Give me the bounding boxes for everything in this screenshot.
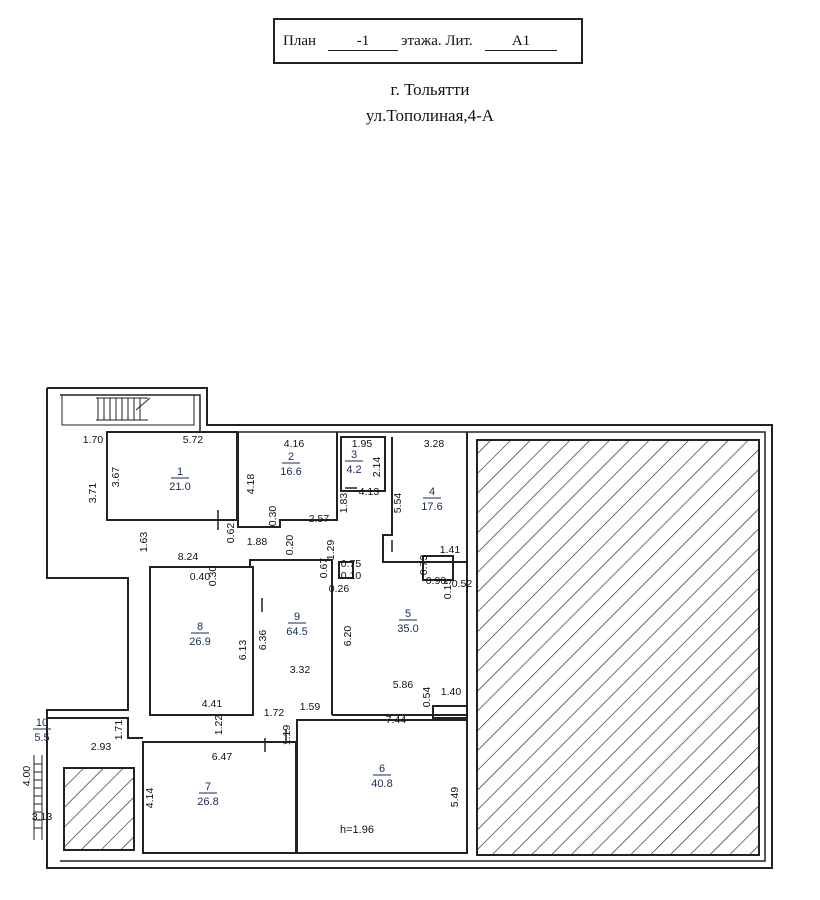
room-area-4: 17.6	[421, 501, 442, 513]
room-number-7: 7	[205, 781, 211, 793]
dimension-label: 3.67	[110, 467, 122, 488]
dimension-label: 3.32	[290, 664, 311, 676]
room-area-1: 21.0	[169, 481, 190, 493]
room-number-1: 1	[177, 466, 183, 478]
dimension-label: 4.00	[21, 766, 33, 787]
city-label: г. Тольятти	[390, 80, 470, 99]
room-area-7: 26.8	[197, 796, 218, 808]
dimension-label: 0.30	[207, 566, 219, 587]
dimension-label: 0.15	[442, 579, 454, 600]
room-area-9: 64.5	[286, 626, 307, 638]
room-area-2: 16.6	[280, 466, 301, 478]
dimension-label: 4.41	[202, 698, 223, 710]
dimension-label: 0.26	[329, 583, 350, 595]
room-number-4: 4	[429, 486, 435, 498]
room-10-wall	[47, 717, 143, 739]
dimension-label: 0.90	[426, 575, 447, 587]
dimension-label: 6.13	[237, 640, 249, 661]
small-box	[338, 561, 354, 579]
dimension-label: 1.29	[325, 540, 337, 561]
room-4-wall	[382, 432, 468, 563]
small-niche	[422, 555, 454, 581]
dimension-label: 0.62	[225, 523, 237, 544]
dimension-label: 5.86	[393, 679, 414, 691]
dimension-label: 1.72	[264, 707, 285, 719]
room-number-6: 6	[379, 763, 385, 775]
room-number-3: 3	[351, 449, 357, 461]
dimension-label: 0.73	[418, 555, 430, 576]
room-3-wall	[340, 436, 386, 492]
dimension-label: 5.72	[183, 434, 204, 446]
dimension-label: 0.30	[267, 506, 279, 527]
dimension-label: 1.71	[113, 720, 125, 741]
dimension-label: 4.16	[284, 438, 305, 450]
dimension-label: 0.67	[318, 558, 330, 579]
room-number-10: 10	[36, 717, 48, 729]
dimension-label: 0.10	[341, 570, 362, 582]
dimension-label: 2.93	[91, 741, 112, 753]
dimension-label: 1.88	[247, 536, 268, 548]
dimension-label: 4.14	[144, 788, 156, 809]
dimension-label: 6.36	[257, 630, 269, 651]
dimension-label: 1.63	[138, 532, 150, 553]
room-number-5: 5	[405, 608, 411, 620]
dimension-label: 1.70	[83, 434, 104, 446]
plan-label: План	[283, 33, 317, 49]
dimension-label: 2.14	[371, 457, 383, 478]
dimension-label: 1.83	[338, 493, 350, 514]
dimension-label: 1.19	[281, 725, 293, 746]
room-2-wall	[237, 432, 338, 528]
outer-wall	[46, 387, 773, 869]
room-area-6: 40.8	[371, 778, 392, 790]
floor-suffix: этажа. Лит.	[401, 33, 473, 49]
dimension-label: 2.57	[309, 513, 330, 525]
dimension-label: 0.75	[341, 558, 362, 570]
room-area-5: 35.0	[397, 623, 418, 635]
room-number-8: 8	[197, 621, 203, 633]
dimension-label: 0.52	[452, 578, 473, 590]
room-7-wall	[142, 741, 297, 854]
dimension-label: 1.22	[213, 715, 225, 736]
hatched-area	[476, 439, 760, 856]
dimension-label: 6.47	[212, 751, 233, 763]
dimension-label: 5.54	[392, 493, 404, 514]
dimension-label: 1.95	[352, 438, 373, 450]
dimension-label: 6.20	[342, 626, 354, 647]
hatched-block-small	[63, 767, 135, 851]
dimension-label: 3.71	[87, 483, 99, 504]
dimension-label: 3.28	[424, 438, 445, 450]
plan-title-box: План -1 этажа. Лит. А1	[273, 18, 583, 64]
room-number-9: 9	[294, 611, 300, 623]
stair-bottom	[33, 755, 43, 840]
door-marks	[217, 487, 393, 752]
room-9-wall	[150, 559, 333, 715]
litera-value: А1	[485, 33, 557, 51]
room-number-2: 2	[288, 451, 294, 463]
street-label: ул.Тополиная,4-А	[365, 106, 495, 125]
dimension-label: 1.41	[440, 544, 461, 556]
dimension-label: 4.18	[245, 474, 257, 495]
dimension-label: 4.13	[359, 486, 380, 498]
dimension-label: 8.24	[178, 551, 199, 563]
dimension-label: 0.40	[190, 571, 211, 583]
dimension-label: 0.54	[421, 687, 433, 708]
room-area-10: 5.5	[34, 732, 49, 744]
dimension-label: 5.49	[449, 787, 461, 808]
height-label: h=1.96	[340, 824, 374, 836]
dimension-label: 1.59	[300, 701, 321, 713]
room-area-3: 4.2	[346, 464, 361, 476]
floor-number: -1	[328, 33, 398, 51]
room-1-wall	[106, 431, 238, 521]
room-area-8: 26.9	[189, 636, 210, 648]
small-step	[432, 705, 468, 719]
dimension-label: 0.20	[284, 535, 296, 556]
dimension-label: 7.44	[386, 714, 407, 726]
dimension-label: 3.13	[32, 811, 53, 823]
stair-top	[61, 394, 195, 426]
dimension-label: 1.40	[441, 686, 462, 698]
